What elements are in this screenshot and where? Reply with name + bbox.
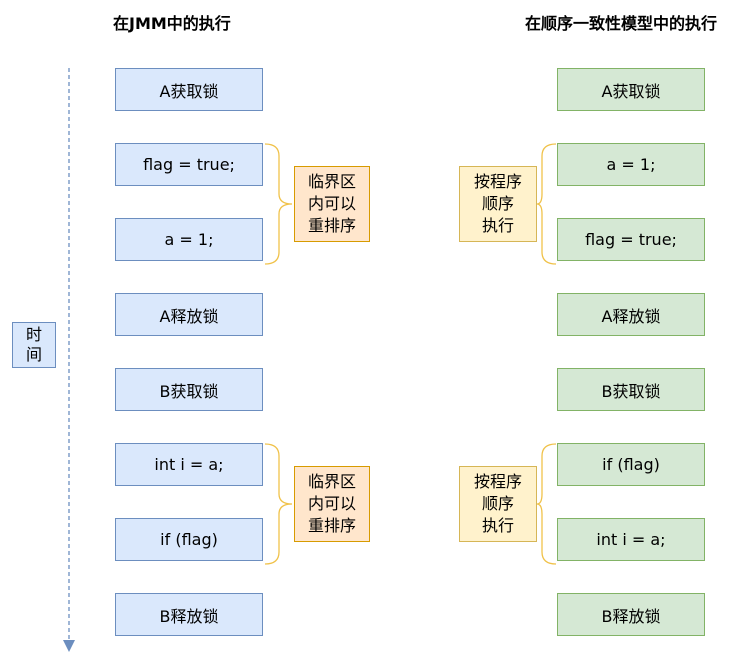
sc-step-7: int i = a; bbox=[557, 518, 705, 561]
jmm-step-6: int i = a; bbox=[115, 443, 263, 486]
sc-note-1-line-1: 按程序 bbox=[473, 172, 522, 191]
jmm-note-2: 临界区 内可以 重排序 bbox=[294, 466, 370, 542]
left-bracket-2 bbox=[264, 443, 293, 565]
jmm-note-1: 临界区 内可以 重排序 bbox=[294, 166, 370, 242]
jmm-note-2-line-3: 重排序 bbox=[307, 516, 356, 535]
jmm-note-2-line-2: 内可以 bbox=[307, 494, 356, 513]
sc-note-2-line-2: 顺序 bbox=[481, 494, 514, 513]
jmm-step-7: if (flag) bbox=[115, 518, 263, 561]
left-bracket-1 bbox=[264, 143, 293, 265]
sc-note-2-line-3: 执行 bbox=[481, 516, 514, 535]
sc-step-1: A获取锁 bbox=[557, 68, 705, 111]
jmm-step-2: flag = true; bbox=[115, 143, 263, 186]
jmm-note-1-line-1: 临界区 bbox=[307, 172, 356, 191]
sc-note-2: 按程序 顺序 执行 bbox=[459, 466, 537, 542]
sc-note-2-line-1: 按程序 bbox=[473, 472, 522, 491]
sc-step-6: if (flag) bbox=[557, 443, 705, 486]
time-label: 时 间 bbox=[12, 322, 56, 368]
jmm-note-2-line-1: 临界区 bbox=[307, 472, 356, 491]
time-label-line-1: 时 bbox=[25, 325, 42, 344]
sc-step-5: B获取锁 bbox=[557, 368, 705, 411]
sc-step-3: flag = true; bbox=[557, 218, 705, 261]
jmm-step-3: a = 1; bbox=[115, 218, 263, 261]
jmm-title: 在JMM中的执行 bbox=[113, 14, 231, 33]
right-bracket-2 bbox=[536, 443, 557, 565]
time-label-line-2: 间 bbox=[25, 345, 42, 364]
jmm-note-1-line-3: 重排序 bbox=[307, 216, 356, 235]
sc-step-8: B释放锁 bbox=[557, 593, 705, 636]
jmm-step-8: B释放锁 bbox=[115, 593, 263, 636]
jmm-step-4: A释放锁 bbox=[115, 293, 263, 336]
time-axis-arrowhead bbox=[63, 640, 75, 652]
sc-note-1: 按程序 顺序 执行 bbox=[459, 166, 537, 242]
sc-step-4: A释放锁 bbox=[557, 293, 705, 336]
jmm-note-1-line-2: 内可以 bbox=[307, 194, 356, 213]
sc-note-1-line-3: 执行 bbox=[481, 216, 514, 235]
sc-step-2: a = 1; bbox=[557, 143, 705, 186]
jmm-step-1: A获取锁 bbox=[115, 68, 263, 111]
right-bracket-1 bbox=[536, 143, 557, 265]
sc-title: 在顺序一致性模型中的执行 bbox=[525, 14, 718, 33]
sc-note-1-line-2: 顺序 bbox=[481, 194, 514, 213]
jmm-step-5: B获取锁 bbox=[115, 368, 263, 411]
